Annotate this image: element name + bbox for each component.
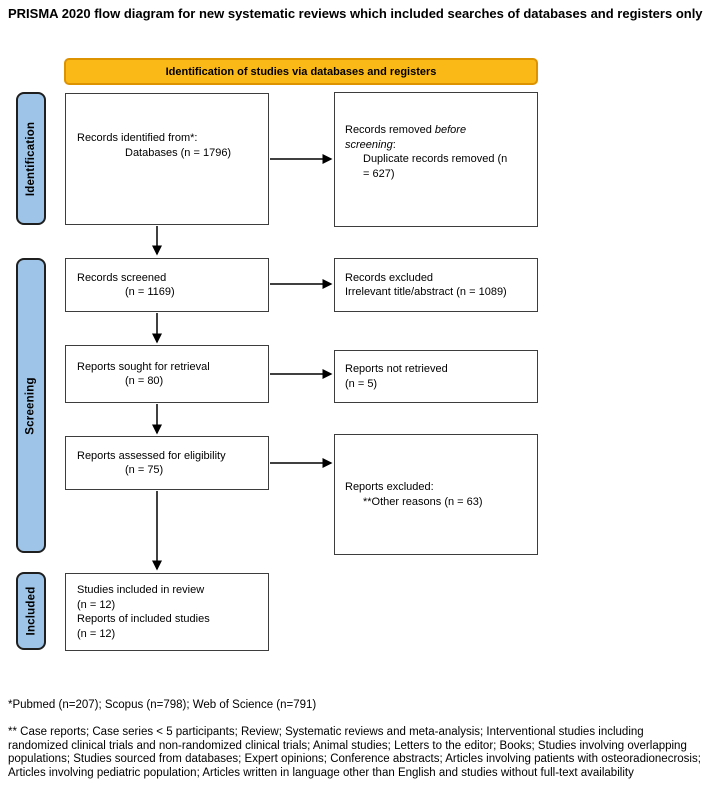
box-line: (n = 80) [125, 375, 164, 387]
box-text-italic: screening [345, 138, 393, 151]
box-line: (n = 75) [125, 464, 164, 476]
footnote-databases: *Pubmed (n=207); Scopus (n=798); Web of … [8, 699, 317, 711]
box-line: **Other reasons (n = 63) [363, 495, 483, 508]
stage-bar-included: Included [16, 572, 46, 650]
box-reports-excluded: Reports excluded: **Other reasons (n = 6… [334, 434, 538, 555]
box-line: screening: [345, 138, 533, 153]
box-line: Reports assessed for eligibility [77, 449, 226, 462]
box-line: (n = 5) [345, 377, 378, 390]
banner-databases-registers: Identification of studies via databases … [64, 58, 538, 85]
box-line: Databases (n = 1796) [125, 146, 232, 159]
box-studies-included: Studies included in review (n = 12) Repo… [65, 573, 269, 651]
box-records-removed: Records removed before screening: Duplic… [334, 92, 538, 227]
box-line: Records excluded [345, 271, 434, 284]
box-line: Studies included in review [77, 584, 205, 596]
box-line: (n = 1169) [125, 286, 175, 298]
page-title: PRISMA 2020 flow diagram for new systema… [8, 6, 703, 21]
stage-label-screening: Screening [25, 376, 37, 435]
box-line: Records screened [77, 271, 167, 284]
box-text-italic: before [434, 124, 467, 136]
box-line: Reports not retrieved [345, 363, 448, 375]
box-line: (n = 12) [77, 627, 116, 640]
stage-bar-identification: Identification [16, 92, 46, 225]
box-records-screened: Records screened (n = 1169) [65, 258, 269, 312]
box-records-identified: Records identified from*: Databases (n =… [65, 93, 269, 225]
stage-label-identification: Identification [25, 121, 38, 196]
box-line: Reports sought for retrieval [77, 360, 210, 373]
box-text: Records removed [345, 124, 435, 136]
box-line: Irrelevant title/abstract (n = 1089) [345, 286, 507, 298]
box-reports-not-retrieved: Reports not retrieved (n = 5) [334, 350, 538, 403]
box-records-excluded: Records excluded Irrelevant title/abstra… [334, 258, 538, 312]
stage-label-included: Included [25, 586, 38, 636]
box-line: (n = 12) [77, 598, 116, 611]
box-line: Duplicate records removed (n [363, 153, 508, 165]
box-text: : [392, 138, 396, 151]
box-reports-sought: Reports sought for retrieval (n = 80) [65, 345, 269, 403]
box-line: Records identified from*: [77, 132, 198, 144]
footnote-exclusion-reasons: ** Case reports; Case series < 5 partici… [8, 726, 701, 779]
box-line: Reports excluded: [345, 481, 434, 493]
stage-bar-screening: Screening [16, 258, 46, 553]
banner-label: Identification of studies via databases … [165, 65, 437, 78]
box-reports-assessed: Reports assessed for eligibility (n = 75… [65, 436, 269, 490]
box-line: = 627) [363, 167, 395, 180]
box-line: Records removed before [345, 123, 533, 138]
box-line: Reports of included studies [77, 613, 210, 625]
